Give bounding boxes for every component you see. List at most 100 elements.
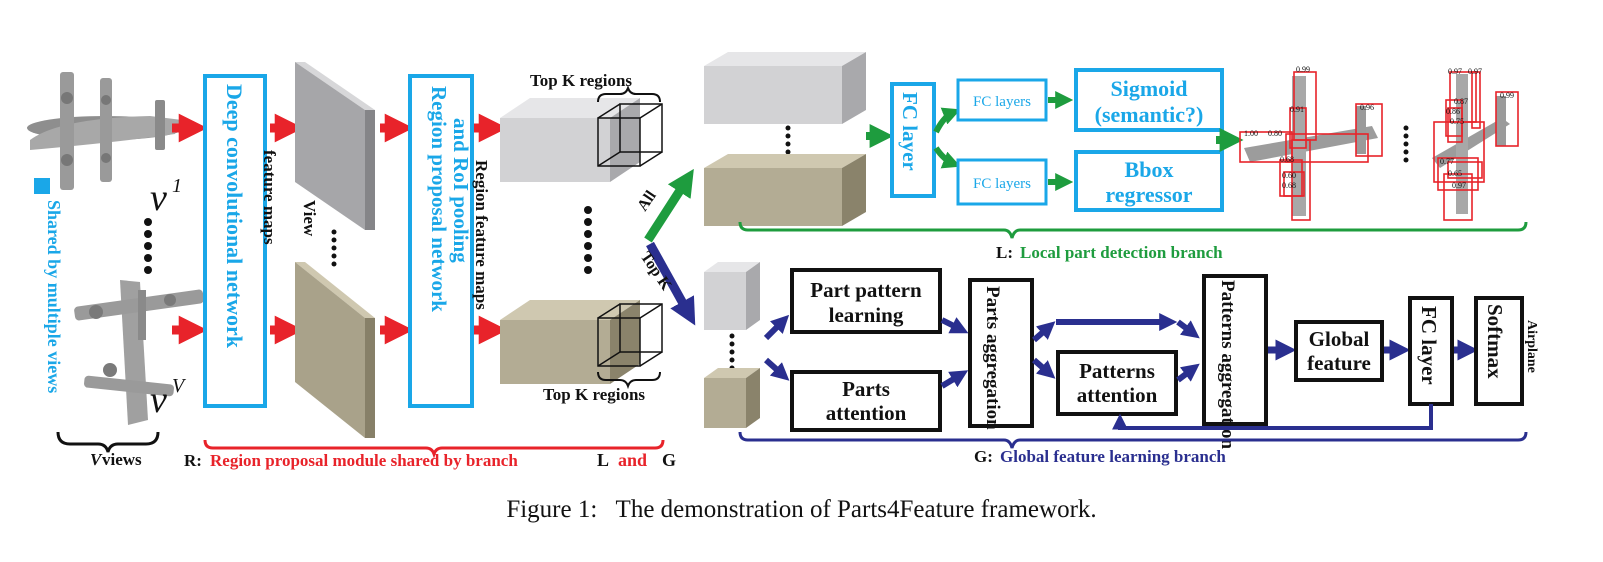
views-brace: V views [56,431,160,469]
arrow-top-to-patterns-agg [1176,319,1200,339]
det-left-score-5: 0.68 [1280,155,1294,164]
view-feature-map-gray [295,62,375,230]
fc-layer-global-label: FC layer [1417,306,1441,385]
fc-layer-local-box [890,82,936,198]
patterns-aggregation-label: Patterns aggregation [1217,280,1238,449]
arrow-attention-to-parts-agg [940,370,969,389]
svg-text:v: v [150,177,167,219]
svg-text:G: G [662,450,676,470]
parts-aggregation-box [968,278,1034,428]
figure-caption-label: Figure 1: [506,496,598,523]
svg-text:Shared by multiple views: Shared by multiple views [44,200,64,393]
topk-ellipsis [729,333,735,371]
sigmoid-box [1074,68,1224,132]
global-feature-label-line2: feature [1307,351,1371,375]
svg-text:V: V [90,450,103,469]
fc-layers-label-1: FC layers [973,94,1031,110]
bbox-label-line2: regressor [1105,182,1192,207]
deep-conv-network-box [203,74,267,408]
sigmoid-label-line2: (semantic?) [1095,102,1204,127]
svg-text:Local part detection branch: Local part detection branch [1020,243,1223,262]
softmax-box [1474,296,1524,406]
view-feature-map-tan [295,262,375,438]
region-feature-block-tan [500,300,663,384]
det-left-score-7: 0.68 [1282,181,1296,190]
arrow-parts-agg-to-patterns-attention [1032,357,1056,379]
region-feature-block-gray [500,98,663,182]
det-right-score-6: 0.77 [1440,157,1454,166]
arrow-fc-to-fclayers-1 [933,107,961,134]
feature-maps-label: feature maps [260,150,279,245]
top-k-regions-top: Top K regions [530,71,661,103]
figure-caption: Figure 1: The demonstration of Parts4Fea… [0,496,1603,524]
view-v1-label: v 1 [150,175,182,219]
parts-attention-box [790,370,942,432]
view-label: View [300,200,319,237]
views-ellipsis [144,218,152,274]
svg-text:Region proposal module shared: Region proposal module shared by branch [210,451,518,470]
fc-layers-box-1 [956,78,1048,122]
svg-text:v: v [150,379,167,421]
feedback-loop-arrow [1112,404,1433,430]
arrow-fc-to-fclayers-2 [933,146,961,169]
svg-text:L: L [597,450,609,470]
shared-views-legend: Shared by multiple views [34,178,64,393]
det-right-score-2: 0.87 [1454,97,1468,106]
all-label: All [634,187,660,214]
bbox-regressor-box [1074,150,1224,212]
deep-conv-network-label: Deep convolutional network [222,84,247,349]
sigmoid-label-line1: Sigmoid [1110,76,1187,101]
arrow-patterns-attention-to-agg [1176,363,1200,383]
fc-layers-label-2: FC layers [973,176,1031,192]
det-right-score-5: 0.75 [1450,117,1464,126]
softmax-label: Softmax [1483,304,1507,379]
bbox-label-line1: Bbox [1125,157,1174,182]
parts-attention-label-line2: attention [826,401,907,425]
arrow-parts-agg-to-right [1032,321,1056,343]
all-region-block-gray [704,52,866,124]
svg-text:G:: G: [974,447,993,466]
global-feature-box [1294,320,1384,382]
det-left-score-6: 0.60 [1282,171,1296,180]
det-left-score-4: 0.96 [1360,103,1374,112]
rpn-roi-box [408,74,474,408]
arrow-topk-branch [646,241,696,326]
det-right-score-7: 0.65 [1448,169,1462,178]
fc-layers-box-2 [956,158,1048,206]
region-ellipsis [584,206,592,274]
det-right-score-0: 0.97 [1448,67,1462,76]
svg-text:R:: R: [184,451,202,470]
local-branch-brace: L: Local part detection branch [738,221,1528,262]
part-pattern-learning-box [790,268,942,334]
svg-text:1: 1 [172,175,182,197]
patterns-attention-label-line2: attention [1077,383,1158,407]
global-feature-label-line1: Global [1309,327,1370,351]
arrow-pattern-to-parts-agg [940,317,969,334]
svg-text:Global feature learning branch: Global feature learning branch [1000,447,1226,466]
det-right-score-4: 0.86 [1446,107,1460,116]
part-pattern-label-line2: learning [829,303,904,327]
det-right-score-1: 0.97 [1468,67,1482,76]
feature-maps-ellipsis [331,229,337,267]
arrow-all-branch [644,168,694,243]
airplane-view-top [27,72,183,190]
svg-text:Top K regions: Top K regions [543,385,645,404]
det-right-score-8: 0.97 [1452,181,1466,190]
airplane-view-bottom [74,280,204,425]
arrow-topk-to-attention [764,357,790,381]
topk-region-cube-gray [704,262,760,330]
det-right-score-3: 0.99 [1500,91,1514,100]
parts-attention-label-line1: Parts [842,377,890,401]
figure-caption-text: The demonstration of Parts4Feature frame… [615,496,1097,523]
det-left-score-2: 0.80 [1268,129,1282,138]
svg-text:V: V [172,375,187,397]
parts-aggregation-label: Parts aggregation [982,286,1003,430]
region-module-brace: R: Region proposal module shared by bran… [184,439,676,470]
svg-text:views: views [102,450,142,469]
part-pattern-label-line1: Part pattern [810,278,922,302]
region-feature-maps-label: Region feature maps [472,160,491,310]
all-region-block-tan [704,154,866,226]
detection-result-left: 0.99 1.00 0.80 0.91 0.96 0.68 0.60 0.68 [1239,65,1383,221]
svg-text:L:: L: [996,243,1013,262]
